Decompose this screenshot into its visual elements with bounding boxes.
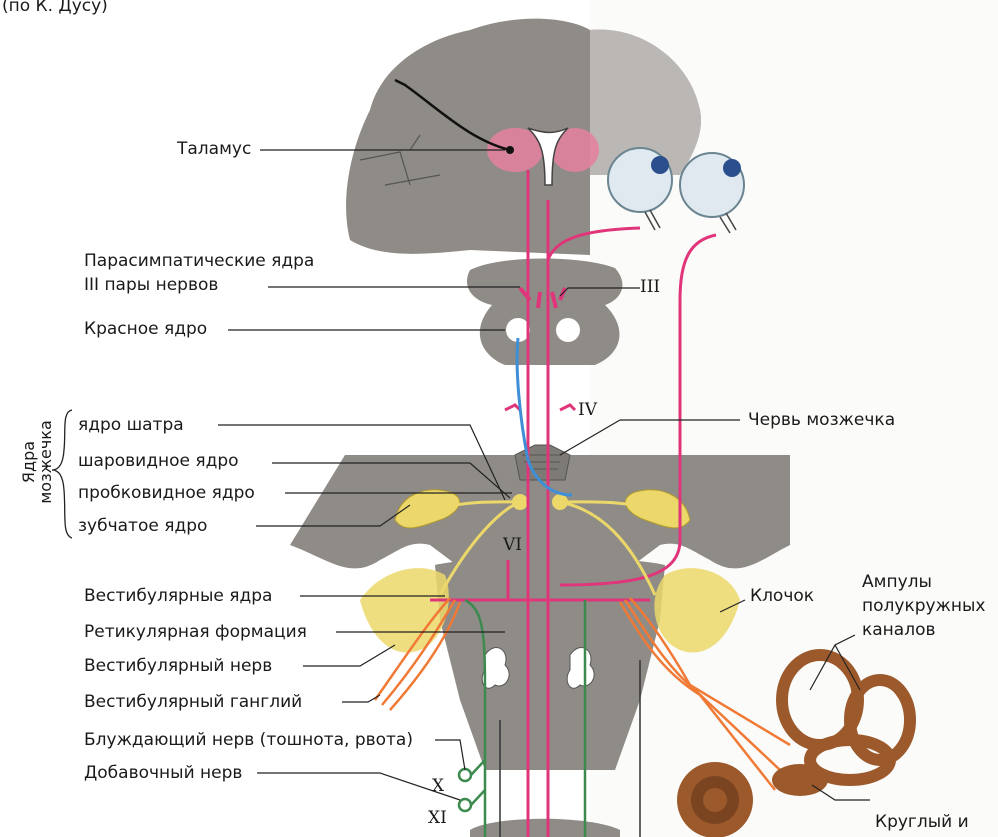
label-vestibular-nerve: Вестибулярный нерв: [84, 656, 272, 676]
label-globose-nucleus: шаровидное ядро: [78, 451, 239, 471]
thalamus-dot: [506, 146, 514, 154]
numeral-X: X: [432, 776, 444, 796]
label-round-and: Круглый и: [875, 812, 969, 832]
numeral-VI: VI: [503, 535, 522, 555]
label-vagus-nerve: Блуждающий нерв (тошнота, рвота): [84, 730, 413, 750]
label-dentate-nucleus: зубчатое ядро: [78, 516, 207, 536]
label-reticular-formation: Ретикулярная формация: [84, 622, 307, 642]
numeral-XI: XI: [428, 808, 447, 828]
label-cerebellar-nuclei-group: Ядра мозжечка: [20, 412, 54, 512]
label-vestibular-nuclei: Вестибулярные ядра: [84, 586, 272, 606]
cerebellar-nuclei-line1: Ядра: [20, 412, 37, 512]
red-nucleus-right: [556, 318, 580, 342]
label-thalamus: Таламус: [177, 139, 251, 159]
numeral-III: III: [640, 277, 660, 297]
label-accessory-nerve: Добавочный нерв: [84, 763, 242, 783]
label-red-nucleus: Красное ядро: [84, 319, 207, 339]
trochlear-nuclei: [505, 405, 575, 410]
label-vestibular-ganglion: Вестибулярный ганглий: [84, 692, 302, 712]
label-fastigial-nucleus: ядро шатра: [78, 415, 184, 435]
label-parasympathetic-line1: Парасимпатические ядра: [84, 251, 314, 271]
nuclei-brace: [52, 410, 72, 538]
label-flocculus: Клочок: [750, 586, 814, 606]
label-parasympathetic-line2: III пары нервов: [84, 275, 218, 295]
cerebellar-nuclei-line2: мозжечка: [37, 412, 54, 512]
source-caption: (по К. Дусу): [2, 0, 108, 16]
label-emboliform-nucleus: пробковидное ядро: [78, 483, 255, 503]
midbrain-section: [467, 258, 622, 365]
label-ampullae-line3: каналов: [862, 620, 936, 640]
olive-right: [567, 648, 594, 689]
olive-left: [482, 648, 509, 689]
numeral-IV: IV: [578, 400, 597, 420]
label-ampullae-line1: Ампулы: [862, 572, 932, 592]
label-ampullae-line2: полукружных: [862, 596, 985, 616]
vestibular-area-left: [360, 568, 449, 652]
label-vermis: Червь мозжечка: [748, 410, 895, 430]
